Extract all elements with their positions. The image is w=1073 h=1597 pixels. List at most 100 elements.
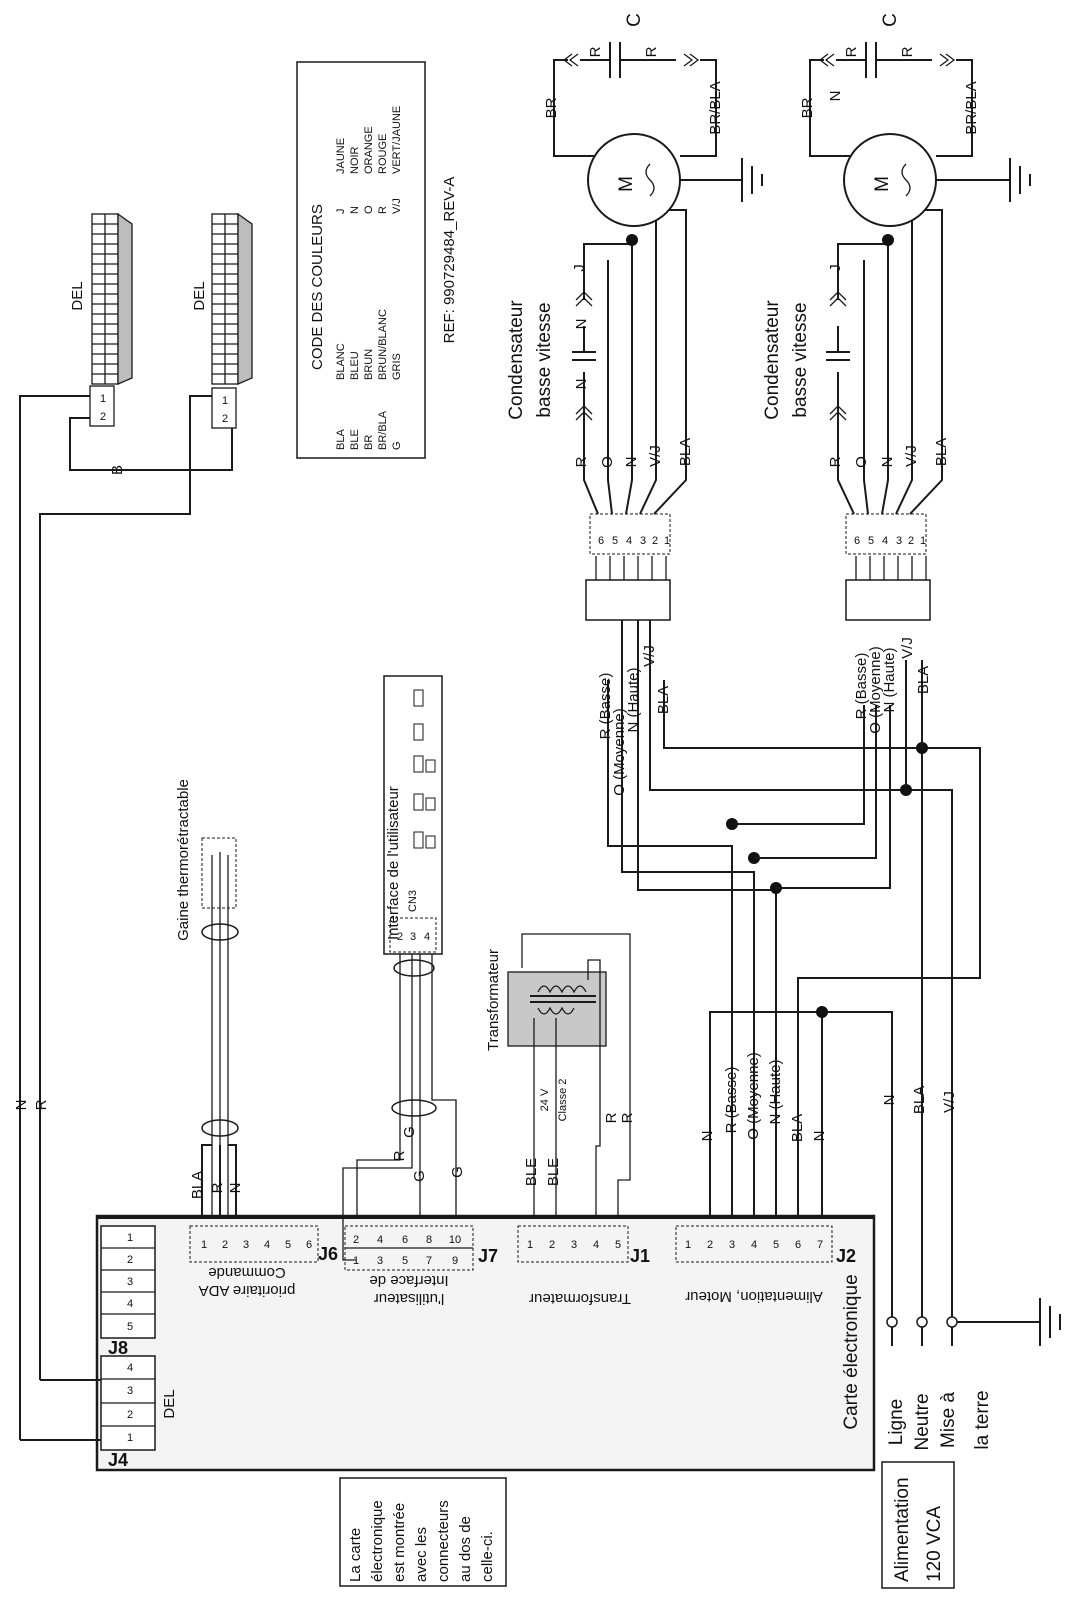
capacitor-1-label: C <box>624 13 645 27</box>
svg-text:N: N <box>811 1131 828 1142</box>
svg-text:est montrée: est montrée <box>391 1503 408 1582</box>
svg-text:7: 7 <box>817 1239 823 1251</box>
svg-text:N (Haute): N (Haute) <box>625 667 642 732</box>
svg-text:7: 7 <box>426 1255 432 1267</box>
svg-text:1: 1 <box>664 535 670 547</box>
board-title: Carte électronique <box>841 1274 862 1429</box>
svg-text:4: 4 <box>127 1362 133 1374</box>
svg-text:1: 1 <box>201 1239 207 1251</box>
svg-text:Condensateur: Condensateur <box>762 300 783 420</box>
j8-label: J8 <box>108 1338 128 1358</box>
svg-text:9: 9 <box>452 1255 458 1267</box>
capacitor-2-label: C <box>880 13 901 27</box>
svg-text:G: G <box>401 1126 418 1138</box>
svg-text:BRUN: BRUN <box>363 349 375 380</box>
svg-text:10: 10 <box>449 1234 461 1246</box>
ligne-label: Ligne <box>886 1399 907 1446</box>
svg-text:4: 4 <box>751 1239 757 1251</box>
svg-text:G: G <box>411 1170 428 1182</box>
svg-text:R (Basse): R (Basse) <box>723 1067 740 1134</box>
svg-text:2: 2 <box>353 1234 359 1246</box>
svg-text:Classe 2: Classe 2 <box>557 1079 569 1122</box>
svg-text:3: 3 <box>729 1239 735 1251</box>
svg-text:BLA: BLA <box>677 438 694 466</box>
j1-label: J1 <box>630 1246 650 1266</box>
svg-text:la terre: la terre <box>972 1390 993 1449</box>
svg-text:V/J: V/J <box>941 1091 958 1113</box>
svg-text:Transformateur: Transformateur <box>529 1290 631 1307</box>
svg-text:5: 5 <box>402 1255 408 1267</box>
svg-text:3: 3 <box>640 535 646 547</box>
svg-text:4: 4 <box>882 535 888 547</box>
svg-text:BR/BLA: BR/BLA <box>707 81 724 134</box>
svg-text:G: G <box>391 441 403 450</box>
led-strip-2: 1 2 DEL <box>191 212 253 429</box>
svg-text:4: 4 <box>593 1239 599 1251</box>
svg-text:5: 5 <box>773 1239 779 1251</box>
svg-text:Condensateur: Condensateur <box>506 300 527 420</box>
svg-text:1: 1 <box>920 535 926 547</box>
j4-label: J4 <box>108 1450 128 1470</box>
power-supply-box <box>881 1461 955 1589</box>
svg-text:B: B <box>109 465 126 475</box>
svg-text:BLA: BLA <box>335 429 347 450</box>
j7-label: J7 <box>478 1246 498 1266</box>
svg-text:4: 4 <box>377 1234 383 1246</box>
svg-text:R: R <box>377 206 389 214</box>
led-strip-1: 1 2 DEL <box>69 212 133 427</box>
svg-text:6: 6 <box>402 1234 408 1246</box>
svg-text:1: 1 <box>353 1255 359 1267</box>
svg-text:N: N <box>699 1131 716 1142</box>
svg-text:R: R <box>33 1099 50 1110</box>
svg-text:5: 5 <box>612 535 618 547</box>
svg-text:Transformateur: Transformateur <box>485 949 502 1051</box>
connector-j8: 1 2 3 4 5 J8 <box>100 1225 156 1358</box>
svg-text:6: 6 <box>854 535 860 547</box>
svg-text:2: 2 <box>127 1409 133 1421</box>
svg-text:2: 2 <box>908 535 914 547</box>
svg-text:2: 2 <box>549 1239 555 1251</box>
j2-label: J2 <box>836 1246 856 1266</box>
svg-text:BLE: BLE <box>523 1158 540 1186</box>
svg-text:N: N <box>827 91 844 102</box>
svg-text:GRIS: GRIS <box>391 353 403 380</box>
connector-j1: 1 2 3 4 5 J1 Transformateur <box>517 1225 650 1307</box>
svg-text:Interface de: Interface de <box>369 1272 448 1289</box>
svg-text:R: R <box>603 1112 620 1123</box>
svg-text:l'utilisateur: l'utilisateur <box>374 1290 444 1307</box>
svg-text:DEL: DEL <box>161 1389 178 1418</box>
svg-text:O (Moyenne): O (Moyenne) <box>745 1052 762 1140</box>
svg-text:M: M <box>872 176 893 192</box>
svg-text:6: 6 <box>795 1239 801 1251</box>
terre-label: Mise à <box>938 1392 959 1448</box>
svg-text:CODE DES COULEURS: CODE DES COULEURS <box>309 204 326 370</box>
svg-text:N: N <box>879 457 896 468</box>
svg-text:1: 1 <box>685 1239 691 1251</box>
svg-text:3: 3 <box>410 931 416 943</box>
connector-j4: 4 3 2 1 J4 DEL <box>100 1355 178 1470</box>
svg-text:R: R <box>827 456 844 467</box>
svg-text:La carte: La carte <box>347 1528 364 1582</box>
svg-text:V/J: V/J <box>641 645 658 667</box>
j6-label: J6 <box>318 1244 338 1264</box>
svg-text:N: N <box>227 1183 244 1194</box>
svg-text:R: R <box>643 46 660 57</box>
svg-text:1: 1 <box>127 1232 133 1244</box>
user-interface-board: 2 3 4 Interface de l'utilisateur CN3 <box>383 675 443 955</box>
svg-text:N: N <box>349 206 361 214</box>
svg-text:Alimentation: Alimentation <box>892 1477 913 1582</box>
svg-text:1: 1 <box>222 395 228 407</box>
svg-text:R: R <box>573 456 590 467</box>
svg-text:3: 3 <box>243 1239 249 1251</box>
svg-text:BR/BLA: BR/BLA <box>963 81 980 134</box>
svg-text:O: O <box>853 456 870 468</box>
svg-text:2: 2 <box>397 931 403 943</box>
svg-text:avec les: avec les <box>413 1527 430 1582</box>
svg-text:3: 3 <box>127 1385 133 1397</box>
motor-2-connector: 6 5 4 3 2 1 <box>845 513 931 621</box>
svg-text:électronique: électronique <box>369 1500 386 1582</box>
svg-text:2: 2 <box>222 1239 228 1251</box>
svg-text:5: 5 <box>127 1321 133 1333</box>
svg-text:120 VCA: 120 VCA <box>924 1506 945 1582</box>
